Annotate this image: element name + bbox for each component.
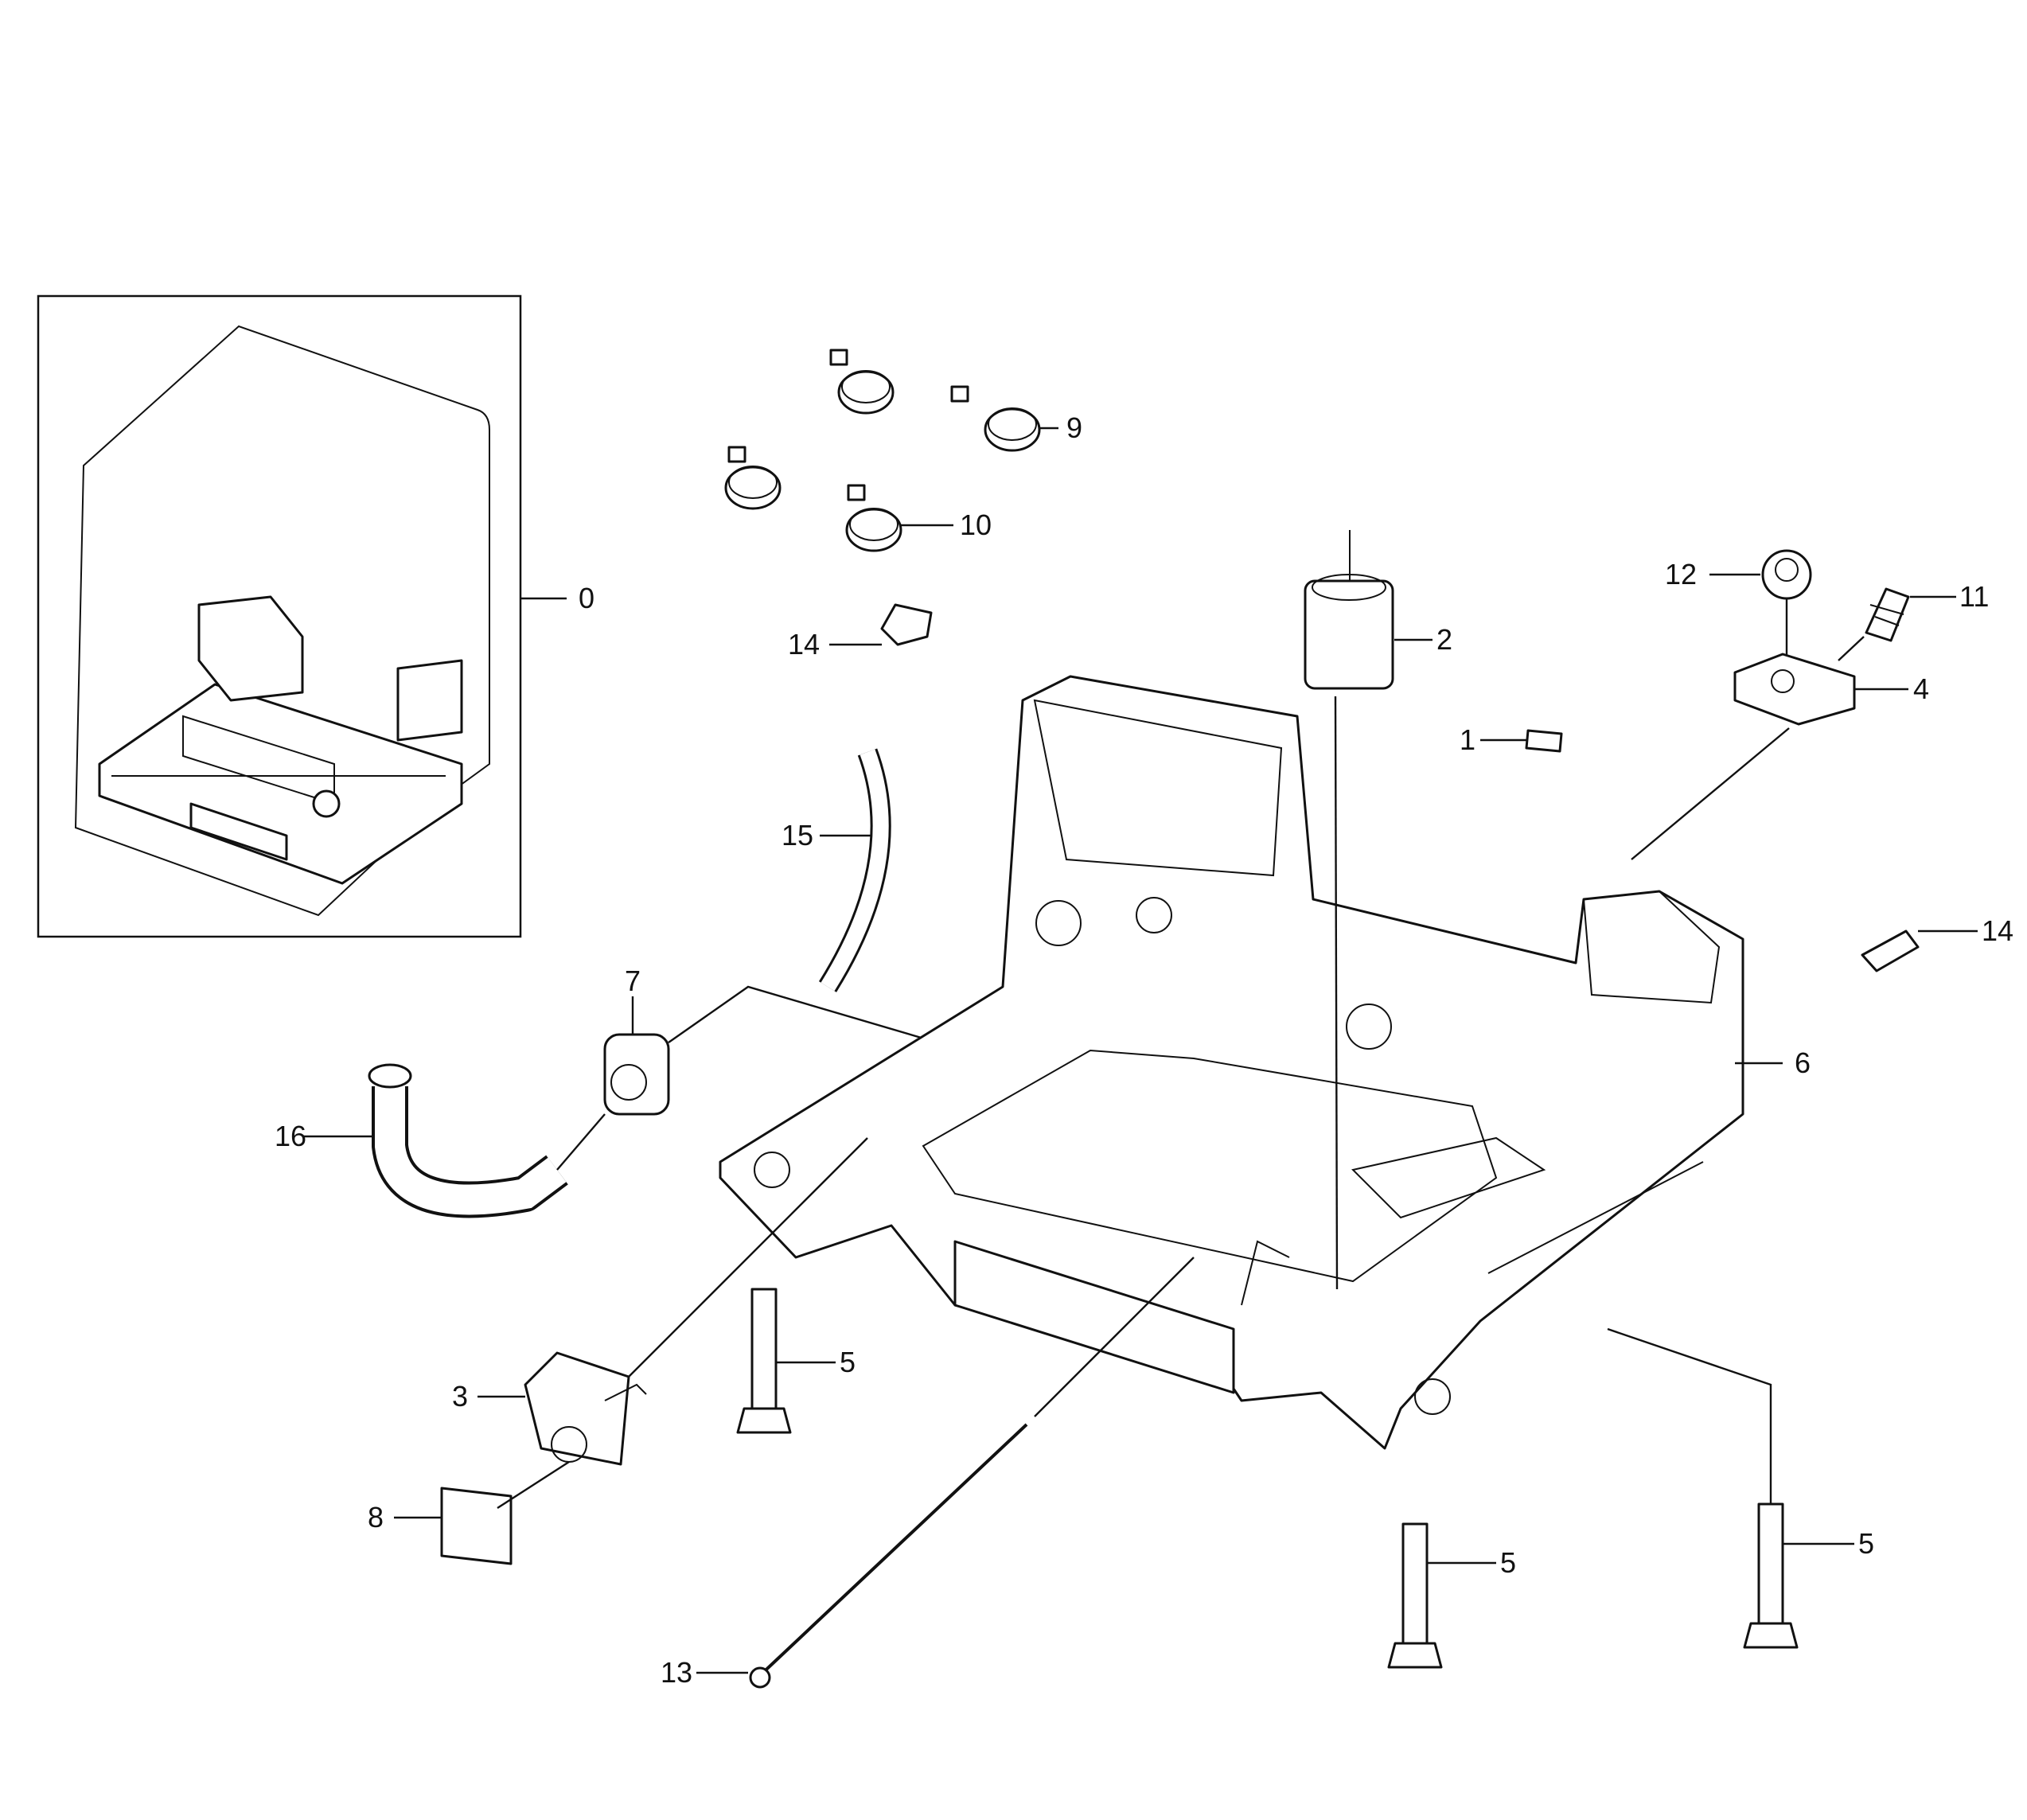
callout-number: 4 xyxy=(1913,672,1929,705)
callout-number: 16 xyxy=(275,1120,306,1152)
valve-part xyxy=(524,1137,868,1466)
gear-part xyxy=(1761,549,1812,659)
connector-part xyxy=(556,1033,670,1171)
foot-screw-part-3 xyxy=(1607,1327,1799,1649)
callout-number: 5 xyxy=(1500,1546,1516,1579)
callout-number: 6 xyxy=(1795,1046,1811,1079)
callout-number: 12 xyxy=(1665,558,1697,590)
callout-16: 16 xyxy=(275,1120,374,1152)
callout-3: 3 xyxy=(452,1380,525,1413)
callout-number: 5 xyxy=(840,1346,856,1378)
callout-number: 3 xyxy=(452,1380,468,1413)
callout-number: 1 xyxy=(1460,723,1475,756)
callout-4: 4 xyxy=(1854,672,1929,705)
callout-number: 14 xyxy=(788,628,820,661)
callout-number: 0 xyxy=(579,582,594,614)
callout-9: 9 xyxy=(1039,411,1082,444)
callout-13: 13 xyxy=(661,1656,748,1689)
callout-number: 9 xyxy=(1066,411,1082,444)
callout-12: 12 xyxy=(1665,558,1760,590)
callout-5a: 5 xyxy=(776,1346,856,1378)
callout-14-right: 14 xyxy=(1918,914,2013,947)
callout-number: 7 xyxy=(625,965,641,997)
block-part xyxy=(1525,729,1563,753)
callout-2: 2 xyxy=(1394,623,1452,656)
callout-11: 11 xyxy=(1910,580,1989,613)
callout-number: 10 xyxy=(960,509,992,541)
callout-6: 6 xyxy=(1735,1046,1811,1079)
foot-screw-part-2 xyxy=(1387,1522,1443,1669)
callout-1: 1 xyxy=(1460,723,1526,756)
hose-clamp-parts xyxy=(724,349,1041,552)
callout-number: 13 xyxy=(661,1656,692,1689)
drain-hose-part xyxy=(368,1063,568,1218)
clip-part xyxy=(880,603,933,646)
cover-plate-part xyxy=(440,1460,570,1565)
callout-15: 15 xyxy=(782,819,871,852)
hose-part xyxy=(818,748,891,992)
callout-number: 2 xyxy=(1436,623,1452,656)
callout-number: 11 xyxy=(1959,580,1989,613)
bracket-part xyxy=(1631,653,1856,860)
callout-number: 8 xyxy=(368,1501,384,1534)
callout-14-upper: 14 xyxy=(788,628,882,661)
base-assembly-part xyxy=(719,675,1744,1450)
foot-screw-part xyxy=(736,1288,792,1434)
callout-10: 10 xyxy=(901,509,992,541)
callout-0: 0 xyxy=(520,582,594,614)
callout-8: 8 xyxy=(368,1501,442,1534)
callout-number: 5 xyxy=(1858,1527,1874,1560)
callout-5c: 5 xyxy=(1783,1527,1874,1560)
rod-part xyxy=(749,1257,1195,1689)
worm-gear-part xyxy=(1838,587,1910,661)
callout-number: 15 xyxy=(782,819,813,852)
clip-part-right xyxy=(1861,929,1920,972)
capacitor-part xyxy=(1304,530,1394,1290)
callout-number: 14 xyxy=(1982,914,2013,947)
callout-5b: 5 xyxy=(1427,1546,1516,1579)
inset-assembly-view xyxy=(37,294,522,938)
